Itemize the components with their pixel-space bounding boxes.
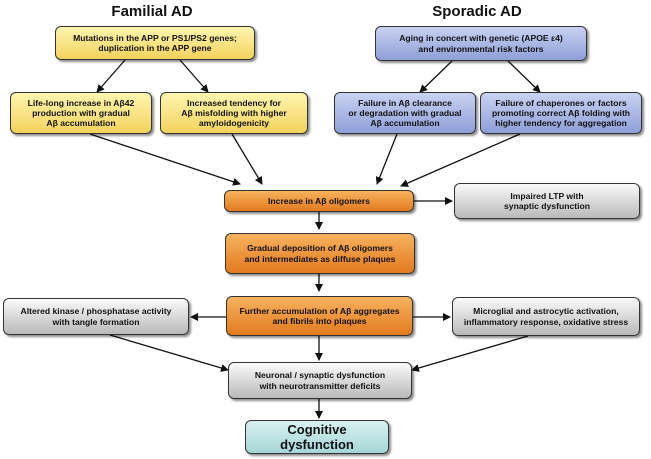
- box-cognitive-dysfunction: Cognitive dysfunction: [245, 420, 389, 454]
- box-aging: Aging in concert with genetic (APOE ε4) …: [375, 26, 587, 61]
- box-gradual-deposition: Gradual deposition of Aβ oligomers and i…: [225, 233, 415, 274]
- sporadic-ad-title: Sporadic AD: [432, 3, 522, 20]
- box-misfolding-tendency: Increased tendency for Aβ misfolding wit…: [160, 92, 308, 134]
- box-glial-activation: Microglial and astrocytic activation, in…: [452, 297, 640, 336]
- arrow-mutations-to-tendency: [179, 59, 209, 93]
- box-further-accumulation: Further accumulation of Aβ aggregates an…: [226, 296, 413, 336]
- familial-ad-title: Familial AD: [111, 3, 193, 20]
- arrow-tendency-to-oligomers: [231, 133, 263, 185]
- arrow-chaperones-to-oligomers: [400, 133, 521, 187]
- arrow-clearance-to-oligomers: [375, 133, 398, 185]
- box-mutations: Mutations in the APP or PS1/PS2 genes; d…: [55, 26, 255, 60]
- arrow-kinase-to-neuronal: [109, 334, 229, 372]
- box-neuronal-dysfunction: Neuronal / synaptic dysfunction with neu…: [228, 362, 412, 399]
- box-altered-kinase: Altered kinase / phosphatase activity wi…: [3, 298, 189, 335]
- box-oligomer-increase: Increase in Aβ oligomers: [224, 190, 414, 212]
- box-lifelong-increase: Life-long increase in Aβ42 production wi…: [10, 92, 152, 134]
- box-clearance-failure: Failure in Aβ clearance or degradation w…: [334, 92, 476, 134]
- box-chaperone-failure: Failure of chaperones or factors promoti…: [480, 92, 642, 134]
- arrow-lifelong-to-oligomers: [89, 133, 241, 186]
- arrow-aging-to-clearance: [419, 60, 453, 93]
- arrow-aging-to-chaperones: [507, 60, 541, 93]
- arrow-mutations-to-lifelong: [96, 59, 126, 93]
- arrow-microglial-to-neuronal: [411, 335, 529, 372]
- box-impaired-ltp: Impaired LTP with synaptic dysfunction: [454, 183, 640, 219]
